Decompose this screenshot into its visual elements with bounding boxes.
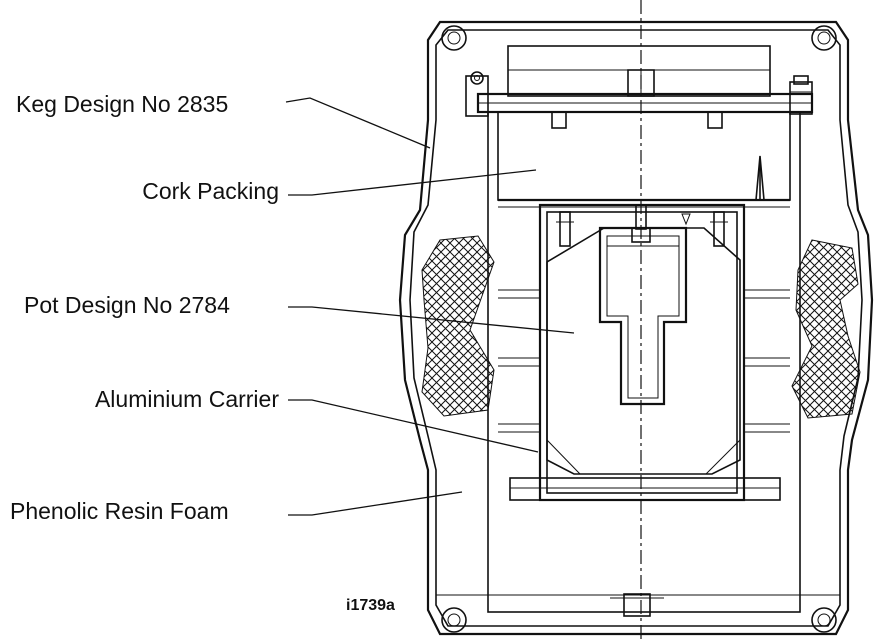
foam-pad-left — [421, 235, 495, 417]
leader-pot-design — [288, 306, 575, 334]
cork-packing-chamber — [487, 111, 801, 613]
foam-pad-right — [791, 239, 861, 419]
keg-lid — [465, 45, 814, 117]
leader-lines — [285, 97, 575, 516]
figure-id: i1739a — [346, 597, 395, 614]
phenolic-foam-hatch — [421, 235, 861, 419]
label-keg-design: Keg Design No 2835 — [16, 91, 228, 117]
leader-cork-packing — [288, 169, 537, 196]
label-aluminium-carrier: Aluminium Carrier — [95, 386, 279, 412]
label-pot-design: Pot Design No 2784 — [24, 292, 230, 318]
leader-phenolic-resin-foam — [288, 491, 463, 516]
aluminium-carrier — [498, 203, 790, 502]
leader-aluminium-carrier — [288, 399, 539, 453]
label-phenolic-resin-foam: Phenolic Resin Foam — [10, 498, 229, 524]
pot — [546, 226, 741, 475]
leader-keg-design — [285, 97, 431, 149]
keg-shell — [398, 20, 874, 636]
label-cork-packing: Cork Packing — [142, 178, 279, 204]
